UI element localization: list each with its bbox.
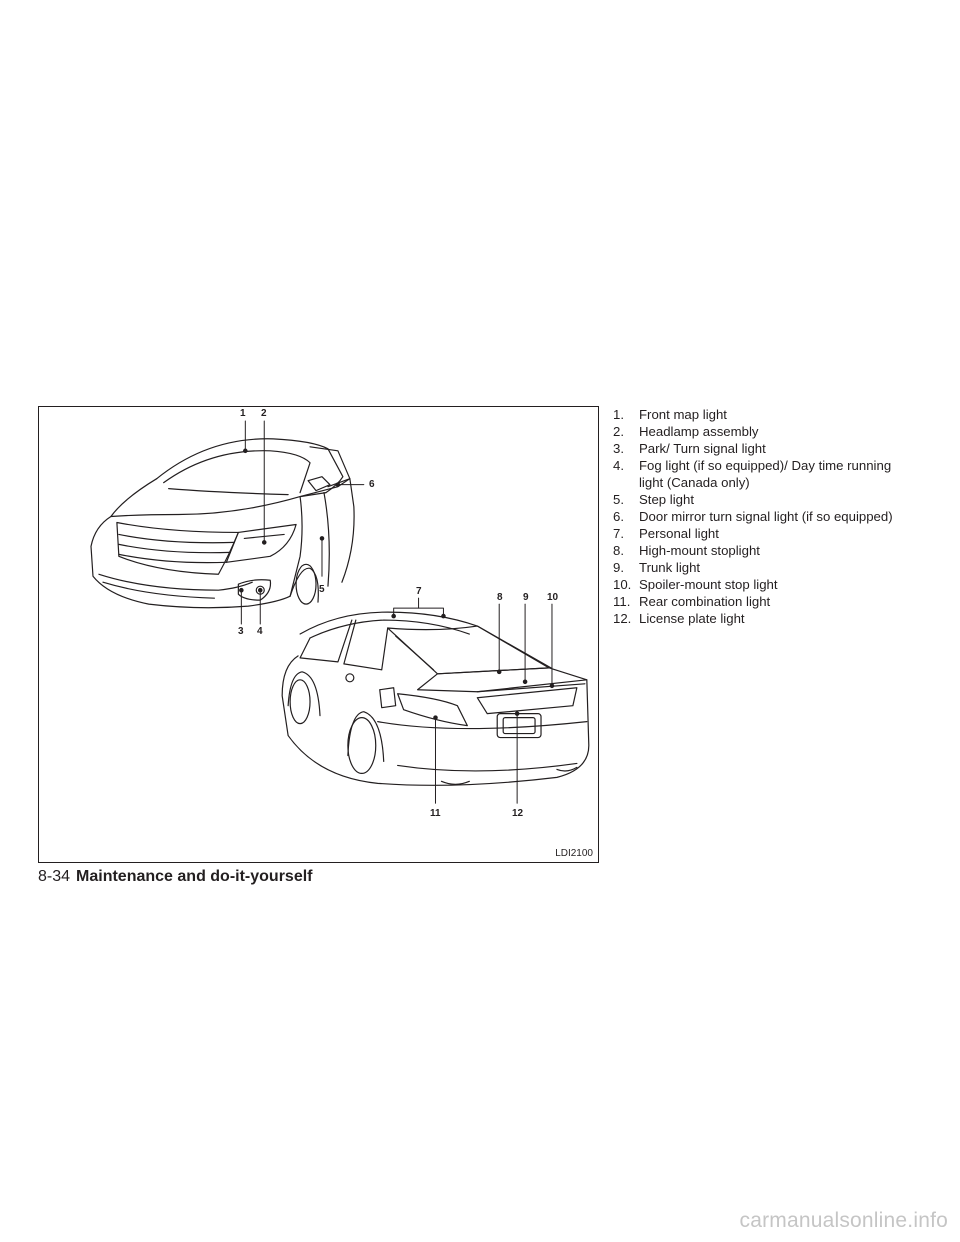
callout-4: 4 xyxy=(257,626,263,637)
legend-number: 9. xyxy=(613,560,624,575)
legend-text: Step light xyxy=(639,492,694,507)
legend-text: Personal light xyxy=(639,526,719,541)
figure-code: LDI2100 xyxy=(555,848,593,859)
legend-item: 7. Personal light xyxy=(613,525,913,542)
legend-text: Headlamp assembly xyxy=(639,424,759,439)
callout-leaders xyxy=(239,420,555,804)
callout-8: 8 xyxy=(497,592,503,603)
callout-5: 5 xyxy=(319,584,325,595)
legend-text: High-mount stoplight xyxy=(639,543,760,558)
callout-6: 6 xyxy=(369,479,375,490)
legend-text: Door mirror turn signal light (if so equ… xyxy=(639,509,893,524)
legend-item: 6. Door mirror turn signal light (if so e… xyxy=(613,508,913,525)
callout-11: 11 xyxy=(430,808,441,819)
legend-item: 4. Fog light (if so equipped)/ Day time r… xyxy=(613,457,913,491)
callout-12: 12 xyxy=(512,808,524,819)
legend-item: 3. Park/ Turn signal light xyxy=(613,440,913,457)
front-car-drawing xyxy=(90,438,355,609)
legend-number: 7. xyxy=(613,526,624,541)
callout-10: 10 xyxy=(547,592,559,603)
lights-legend: 1. Front map light 2. Headlamp assembly 3.… xyxy=(613,406,913,627)
legend-number: 12. xyxy=(613,611,632,626)
legend-text: Trunk light xyxy=(639,560,701,575)
legend-text: Rear combination light xyxy=(639,594,771,609)
legend-number: 1. xyxy=(613,407,624,422)
page-footer: 8-34 Maintenance and do-it-yourself xyxy=(38,868,313,886)
legend-text: Spoiler-mount stop light xyxy=(639,577,778,592)
legend-number: 5. xyxy=(613,492,624,507)
callout-3: 3 xyxy=(238,626,244,637)
legend-item: 2. Headlamp assembly xyxy=(613,423,913,440)
legend-item: 12. License plate light xyxy=(613,610,913,627)
legend-text: Fog light (if so equipped)/ Day time run… xyxy=(639,458,892,490)
vehicle-illustration xyxy=(90,420,590,804)
legend-text: Front map light xyxy=(639,407,727,422)
legend-item: 11. Rear combination light xyxy=(613,593,913,610)
callout-7: 7 xyxy=(416,586,422,597)
legend-number: 8. xyxy=(613,543,624,558)
legend-number: 6. xyxy=(613,509,624,524)
rear-car-drawing xyxy=(281,611,590,786)
section-title: Maintenance and do-it-yourself xyxy=(76,868,313,885)
vehicle-lights-figure: 1 2 3 4 5 6 7 8 9 10 11 12 LDI2100 xyxy=(38,406,599,863)
legend-number: 11. xyxy=(613,594,631,609)
legend-item: 1. Front map light xyxy=(613,406,913,423)
legend-number: 4. xyxy=(613,458,624,473)
legend-text: License plate light xyxy=(639,611,745,626)
legend-text: Park/ Turn signal light xyxy=(639,441,766,456)
legend-item: 8. High-mount stoplight xyxy=(613,542,913,559)
legend-number: 3. xyxy=(613,441,624,456)
page-number: 8-34 xyxy=(38,868,71,885)
callout-1: 1 xyxy=(240,408,246,419)
callout-2: 2 xyxy=(261,408,267,419)
legend-item: 10. Spoiler-mount stop light xyxy=(613,576,913,593)
legend-number: 2. xyxy=(613,424,624,439)
legend-item: 5. Step light xyxy=(613,491,913,508)
legend-number: 10. xyxy=(613,577,632,592)
callout-9: 9 xyxy=(523,592,529,603)
legend-item: 9. Trunk light xyxy=(613,559,913,576)
watermark: carmanualsonline.info xyxy=(739,1209,948,1232)
